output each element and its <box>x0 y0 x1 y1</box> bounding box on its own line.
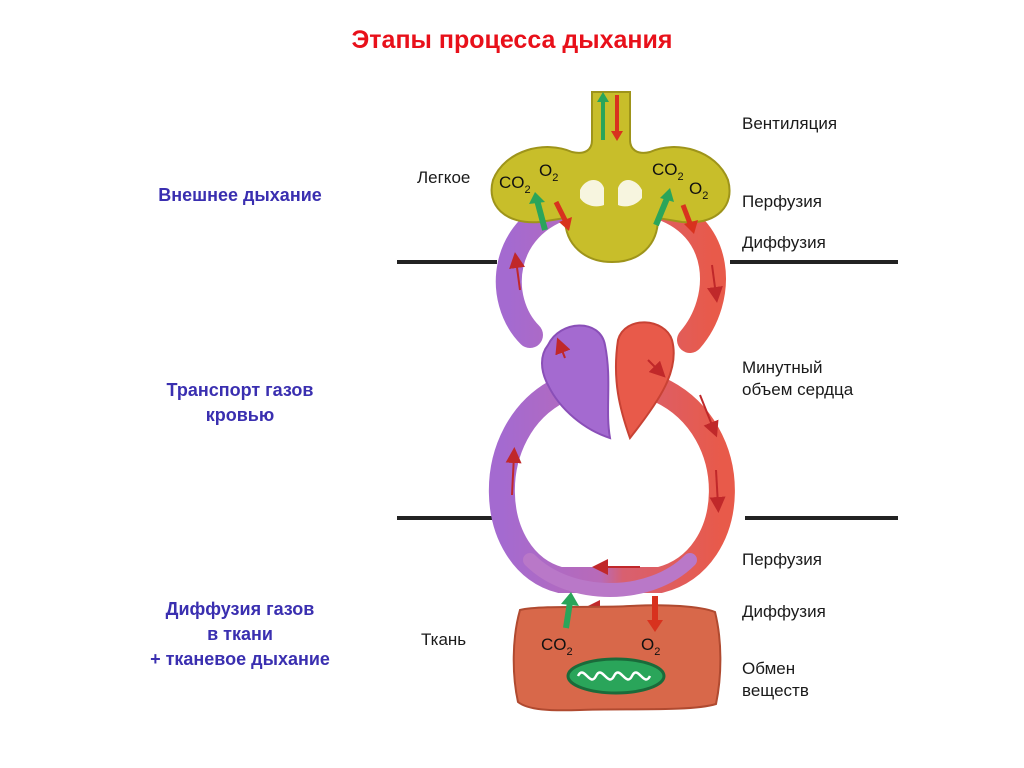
lung-left-o2-label: O2 <box>539 161 558 184</box>
stage-transport-line-1: Транспорт газов <box>166 380 314 400</box>
heart-left-side <box>614 321 675 441</box>
heart <box>541 321 675 441</box>
diffusion-top-label: Диффузия <box>742 233 826 252</box>
perfusion-top-label: Перфузия <box>742 192 822 211</box>
lung-right-o2-label: O2 <box>689 179 708 202</box>
stage-tissue-line-2: в ткани <box>207 624 273 644</box>
stage-tissue-line-1: Диффузия газов <box>165 599 315 619</box>
diffusion-bottom-label: Диффузия <box>742 602 826 621</box>
lung-gas-exchange-arrows <box>529 188 698 234</box>
tissue-co2-label: CO2 <box>541 635 573 658</box>
tissue-o2-label: O2 <box>641 635 660 658</box>
perfusion-bottom-label: Перфузия <box>742 550 822 569</box>
metabolism-label: Обмен веществ <box>742 658 809 702</box>
lung-label: Легкое <box>417 168 471 187</box>
cardiac-output-line-1: Минутный <box>742 358 823 377</box>
mitochondrion-icon <box>566 657 666 695</box>
ventilation-label: Вентиляция <box>742 114 838 133</box>
lung-left-co2-label: CO2 <box>499 173 531 196</box>
heart-right-side <box>541 324 612 440</box>
metabolism-line-1: Обмен <box>742 659 796 678</box>
systemic-circulation-loop <box>488 377 735 597</box>
stage-tissue-line-3: + тканевое дыхание <box>150 649 330 669</box>
stage-transport-line-2: кровью <box>205 405 275 425</box>
cardiac-output-label: Минутный объем сердца <box>742 357 853 401</box>
cardiac-output-line-2: объем сердца <box>742 380 854 399</box>
diagram-title: Этапы процесса дыхания <box>351 26 673 54</box>
tissue-label: Ткань <box>421 630 467 649</box>
lung <box>490 91 731 264</box>
stage-tissue-diffusion: Диффузия газов в ткани + тканевое дыхани… <box>90 597 390 672</box>
gas-labels: CO2 O2 CO2 O2 CO2 O2 <box>499 160 708 658</box>
stage-external-line-1: Внешнее дыхание <box>158 185 322 205</box>
stage-external-respiration: Внешнее дыхание <box>90 183 390 208</box>
stage-gas-transport: Транспорт газов кровью <box>90 378 390 428</box>
tissue-block <box>512 604 722 712</box>
lung-right-co2-label: CO2 <box>652 160 684 183</box>
metabolism-line-2: веществ <box>742 681 809 700</box>
tissue-gas-exchange-arrows <box>561 592 663 632</box>
trachea-arrows <box>597 92 623 141</box>
